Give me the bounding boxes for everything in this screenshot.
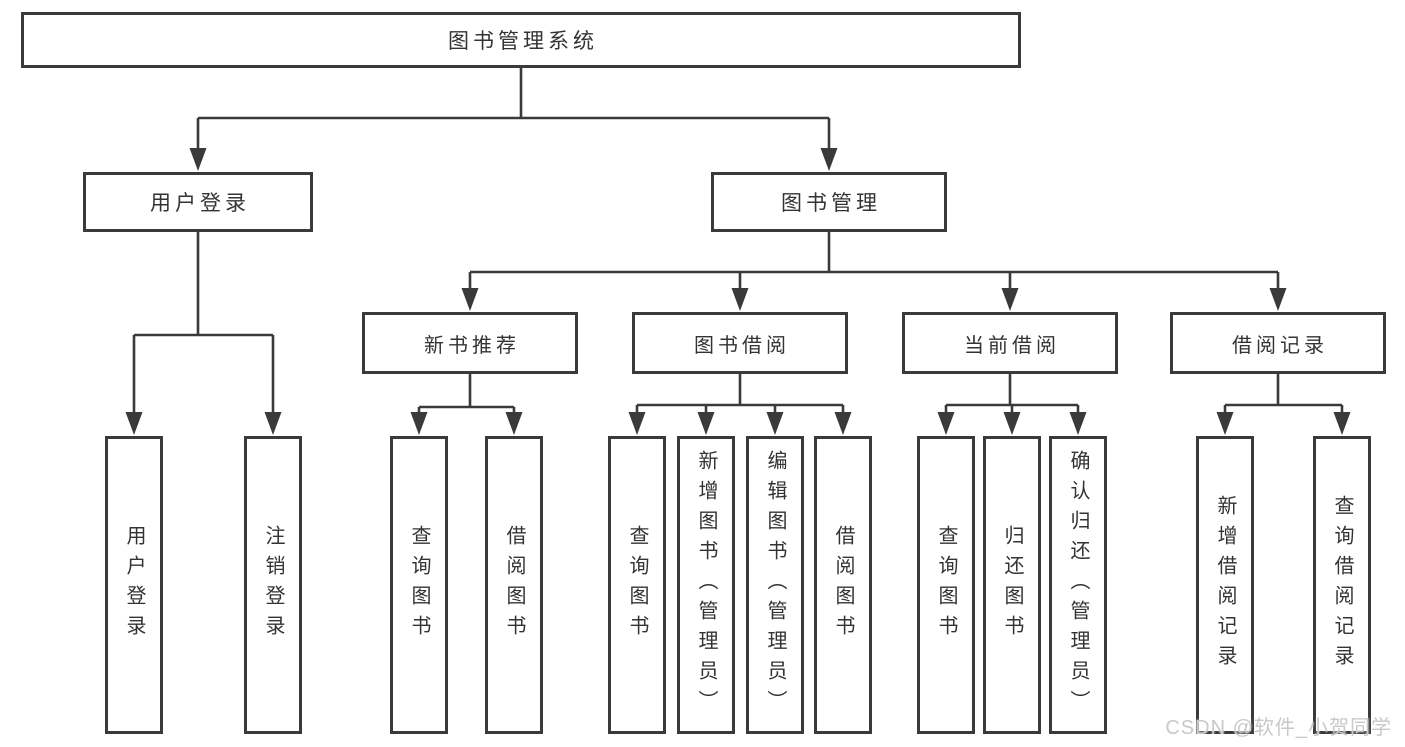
node-label: 编辑图书（管理员） (764, 450, 786, 720)
node-current-borrowing: 当前借阅 (902, 312, 1118, 374)
node-label: 查询图书 (626, 525, 648, 645)
leaf-add-borrow-record: 新增借阅记录 (1196, 436, 1254, 734)
leaf-user-login: 用户登录 (105, 436, 163, 734)
node-label: 图书管理系统 (448, 30, 598, 53)
node-label: 借阅记录 (1232, 334, 1328, 357)
leaf-return-books: 归还图书 (983, 436, 1041, 734)
node-label: 归还图书 (1001, 525, 1023, 645)
leaf-query-books: 查询图书 (390, 436, 448, 734)
leaf-add-books-admin: 新增图书（管理员） (677, 436, 735, 734)
node-label: 图书管理 (781, 192, 881, 215)
node-library-management-system: 图书管理系统 (21, 12, 1021, 68)
node-label: 查询图书 (408, 525, 430, 645)
node-label: 用户登录 (150, 192, 250, 215)
node-label: 注销登录 (262, 525, 284, 645)
node-label: 当前借阅 (964, 334, 1060, 357)
node-label: 确认归还（管理员） (1067, 450, 1089, 720)
node-book-management: 图书管理 (711, 172, 947, 232)
leaf-query-borrow-record: 查询借阅记录 (1313, 436, 1371, 734)
node-label: 新书推荐 (424, 334, 520, 357)
node-book-borrowing: 图书借阅 (632, 312, 848, 374)
leaf-query-books: 查询图书 (917, 436, 975, 734)
leaf-borrow-books: 借阅图书 (814, 436, 872, 734)
leaf-borrow-books: 借阅图书 (485, 436, 543, 734)
node-label: 新增借阅记录 (1214, 495, 1236, 675)
node-label: 图书借阅 (694, 334, 790, 357)
node-label: 查询图书 (935, 525, 957, 645)
node-label: 借阅图书 (503, 525, 525, 645)
leaf-logout: 注销登录 (244, 436, 302, 734)
node-borrowing-records: 借阅记录 (1170, 312, 1386, 374)
node-label: 借阅图书 (832, 525, 854, 645)
node-label: 新增图书（管理员） (695, 450, 717, 720)
csdn-watermark: CSDN @软件_小贺同学 (1165, 717, 1392, 739)
node-label: 查询借阅记录 (1331, 495, 1353, 675)
leaf-query-books: 查询图书 (608, 436, 666, 734)
node-label: 用户登录 (123, 525, 145, 645)
leaf-confirm-return-admin: 确认归还（管理员） (1049, 436, 1107, 734)
node-new-book-recommendation: 新书推荐 (362, 312, 578, 374)
leaf-edit-books-admin: 编辑图书（管理员） (746, 436, 804, 734)
node-user-login: 用户登录 (83, 172, 313, 232)
